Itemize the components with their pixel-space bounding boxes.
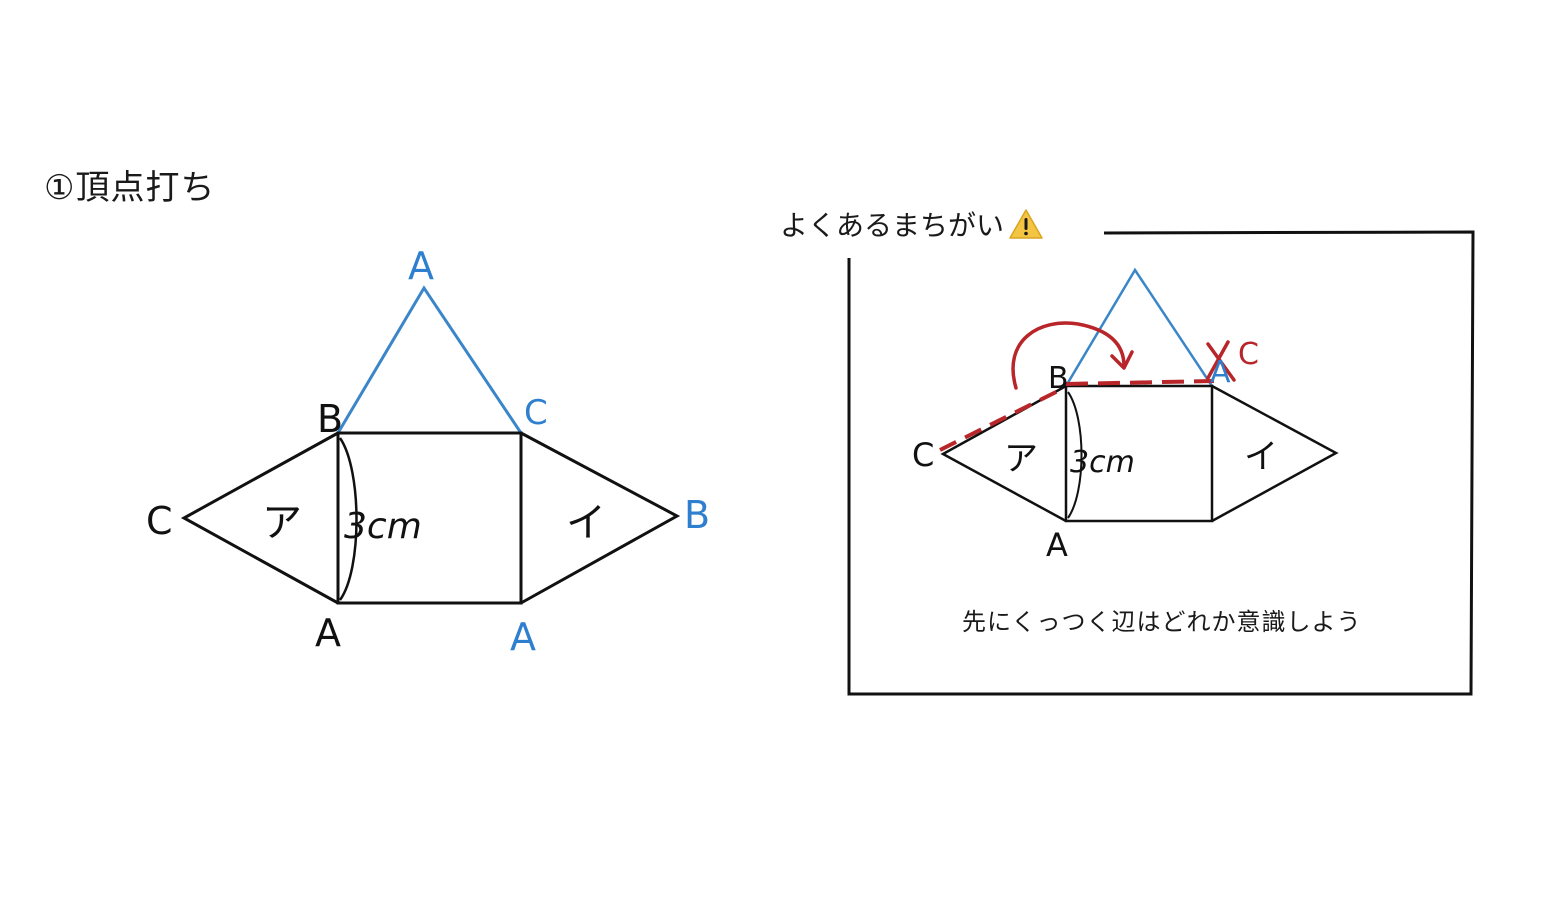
- mistake-label-b-top: B: [1048, 361, 1069, 396]
- mistake-box-frame: [847, 230, 1475, 696]
- mistake-length-arc: [1067, 391, 1083, 519]
- left-top-triangle-edges: [336, 285, 523, 434]
- mistake-label-face-i: イ: [1244, 437, 1278, 477]
- mistake-label-a-bottom: A: [1046, 526, 1068, 564]
- left-label-face-i: イ: [566, 500, 606, 546]
- mistake-label-3cm: 3cm: [1070, 445, 1135, 480]
- mistake-top-triangle-edges: [1064, 267, 1214, 387]
- left-center-rectangle: [336, 431, 523, 605]
- mistake-red-dashed-top: [1065, 379, 1215, 386]
- left-label-c-left: C: [146, 499, 173, 543]
- mistake-label-face-a: ア: [1004, 439, 1038, 479]
- mistake-label-c-left: C: [912, 436, 934, 474]
- mistake-label-wrong-c: C: [1238, 337, 1259, 372]
- left-net-figure: A B C C B A A ア イ 3cm: [146, 244, 710, 659]
- left-label-apex-a: A: [408, 244, 434, 288]
- mistake-label-a-top: A: [1210, 355, 1231, 390]
- mistake-box-title-text: よくあるまちがい: [780, 209, 1005, 242]
- mistake-box-title: よくあるまちがい: [780, 204, 1053, 244]
- left-label-b-right: B: [684, 493, 710, 537]
- warning-icon: [1009, 209, 1043, 239]
- mistake-red-arrow: [1011, 321, 1126, 390]
- left-label-a-bottom-left: A: [315, 611, 341, 655]
- left-label-a-bottom-right: A: [510, 615, 536, 659]
- left-label-face-a: ア: [262, 500, 302, 546]
- mistake-red-cross-mark: [1206, 340, 1236, 382]
- mistake-red-dashed-left: [939, 386, 1065, 452]
- mistake-center-rectangle: [1064, 384, 1214, 523]
- mistake-face-i-triangle: [1211, 384, 1339, 523]
- page-heading: ①頂点打ち: [44, 168, 216, 208]
- left-label-3cm: 3cm: [344, 506, 422, 547]
- left-face-a-triangle: [180, 431, 339, 605]
- mistake-red-arrowhead: [1110, 350, 1134, 370]
- left-label-b-top: B: [317, 397, 343, 441]
- left-face-i-triangle: [520, 431, 681, 605]
- left-length-arc: [338, 437, 358, 601]
- mistake-box: B A C C A ア イ 3cm: [847, 230, 1475, 696]
- mistake-box-caption: 先にくっつく辺はどれか意識しよう: [962, 608, 1362, 636]
- left-label-c-top: C: [524, 393, 548, 433]
